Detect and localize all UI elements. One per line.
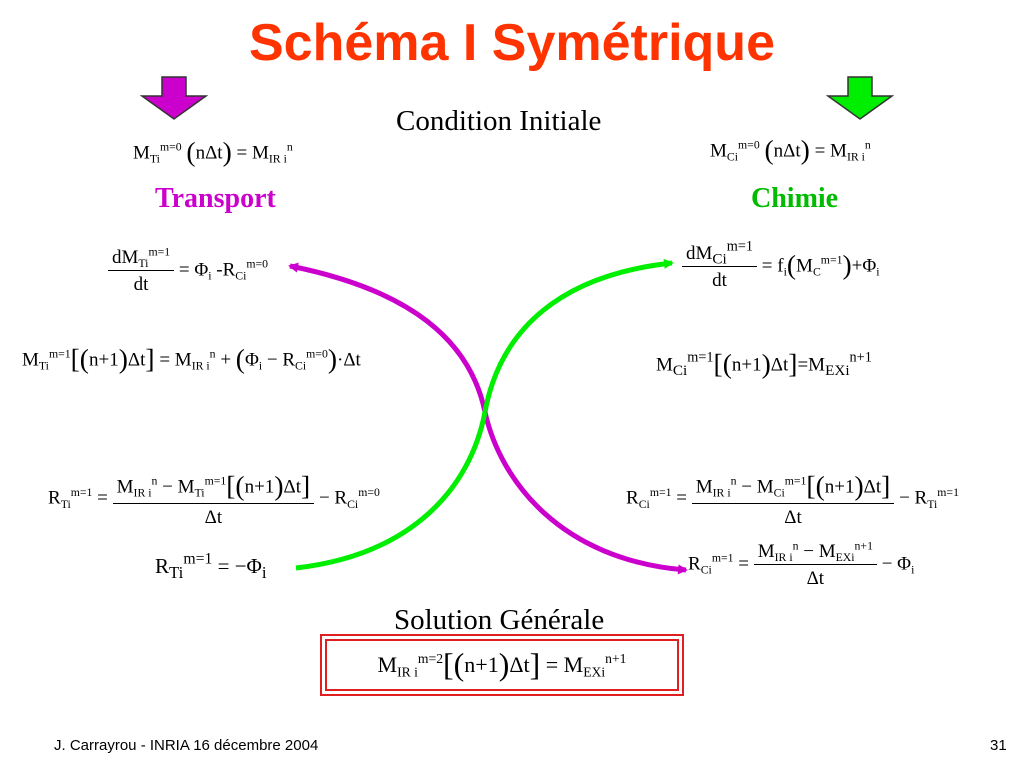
- condition-initiale-heading: Condition Initiale: [396, 105, 602, 137]
- chimie-arrow-upper: [482, 258, 674, 413]
- transport-down-arrow-icon: [140, 76, 208, 120]
- transport-residual-equation: RTim=1 = MIR in − MTim=1[(n+1)Δt]Δt − RC…: [48, 470, 380, 528]
- page-number: 31: [990, 737, 1007, 754]
- transport-update-equation: MTim=1[(n+1)Δt] = MIR in + (Φi − RCim=0)…: [22, 343, 361, 374]
- solution-generale-box: MIR im=2[(n+1)Δt] = MEXin+1: [320, 634, 684, 696]
- footer-author-date: J. Carrayrou - INRIA 16 décembre 2004: [54, 737, 319, 754]
- transport-to-chimie-arrow: [288, 262, 488, 413]
- chimie-down-arrow-icon: [826, 76, 894, 120]
- transport-residual-simplified: RTim=1 = −Φi: [155, 550, 267, 583]
- transport-arrow-lower: [482, 411, 688, 575]
- chimie-arrow-lower: [295, 411, 488, 571]
- transport-label: Transport: [155, 183, 276, 214]
- chimie-label: Chimie: [751, 183, 839, 214]
- solution-generale-heading: Solution Générale: [394, 604, 605, 636]
- slide-title: Schéma I Symétrique: [249, 14, 775, 72]
- chimie-residual-equation: RCim=1 = MIR in − MCim=1[(n+1)Δt]Δt − RT…: [626, 470, 959, 528]
- transport-initial-condition: MTim=0 (nΔt) = MIR in: [133, 136, 293, 167]
- chimie-update-equation: MCim=1[(n+1)Δt]=MEXin+1: [656, 348, 872, 379]
- chimie-initial-condition: MCim=0 (nΔt) = MIR in: [710, 134, 871, 165]
- solution-generale-equation: MIR im=2[(n+1)Δt] = MEXin+1: [377, 647, 627, 683]
